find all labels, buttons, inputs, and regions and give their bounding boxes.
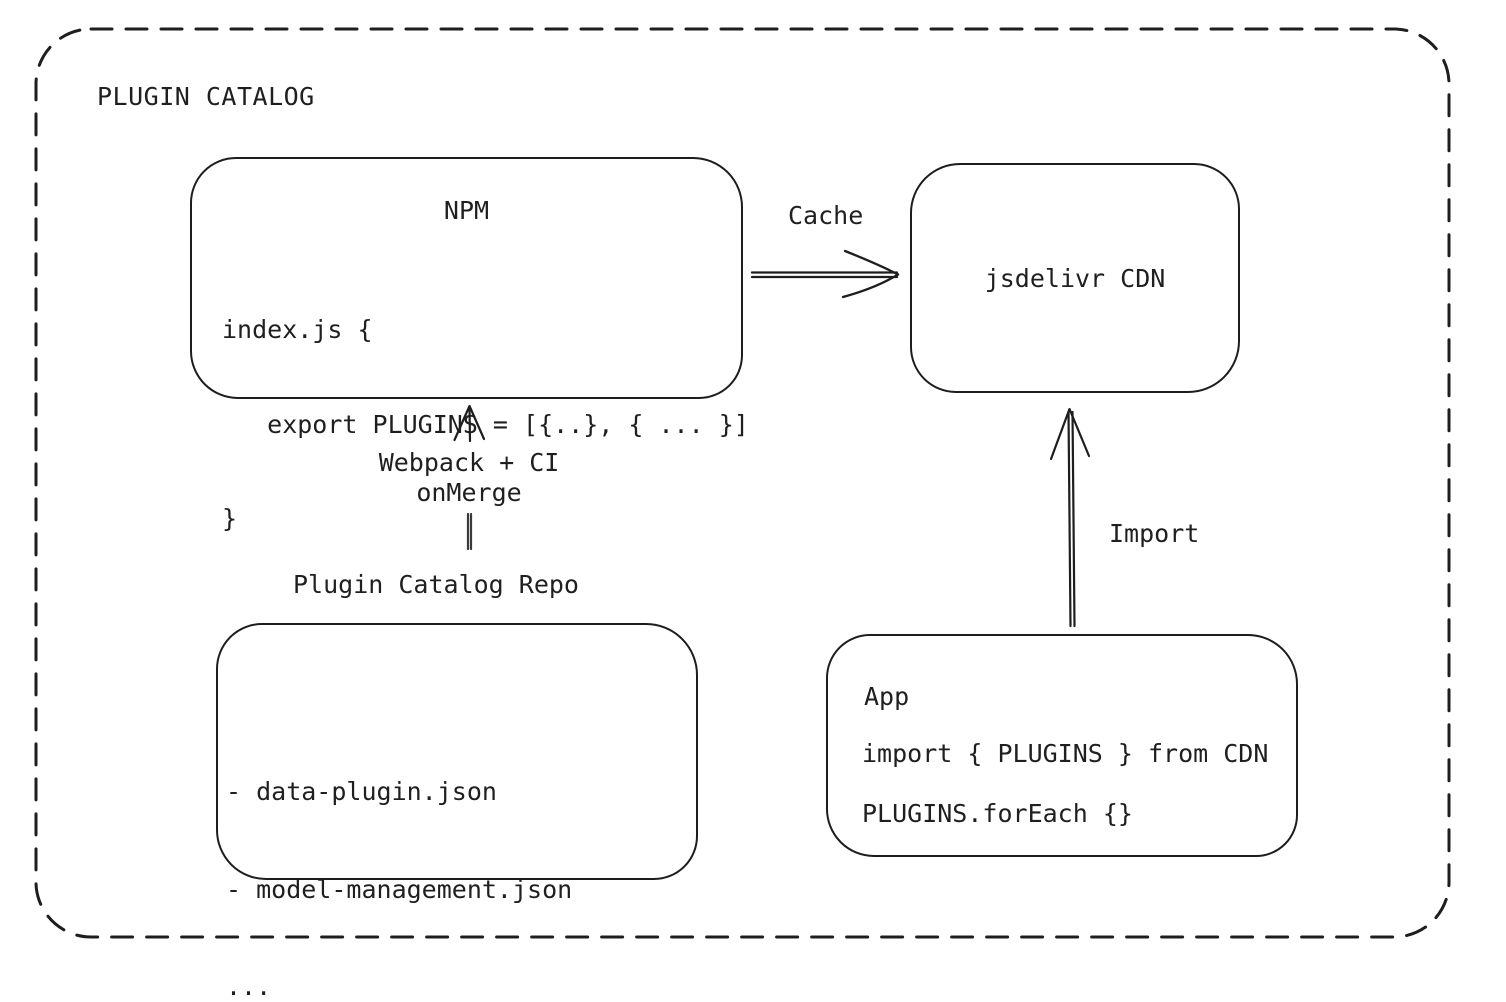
import-arrow xyxy=(1049,407,1091,628)
app-node-title: App xyxy=(864,682,910,711)
app-code-line: PLUGINS.forEach {} xyxy=(862,799,1133,828)
repo-node-title: Plugin Catalog Repo xyxy=(293,570,579,599)
cache-edge-label: Cache xyxy=(788,201,864,230)
npm-code-line: } xyxy=(222,504,238,533)
repo-file-item: - data-plugin.json xyxy=(226,777,497,806)
cache-arrow xyxy=(750,249,900,299)
diagram-title: PLUGIN CATALOG xyxy=(97,82,315,111)
node-cdn: jsdelivr CDN xyxy=(910,163,1240,393)
build-edge-label: Webpack + CI onMerge xyxy=(378,448,560,507)
cdn-node-label: jsdelivr CDN xyxy=(984,263,1166,293)
npm-code-line: export PLUGINS = [{..}, { ... }] xyxy=(222,409,749,439)
repo-file-item: ... xyxy=(226,972,272,1001)
import-edge-label: Import xyxy=(1109,519,1200,548)
catalog-boundary xyxy=(34,27,1451,939)
node-repo: - data-plugin.json - model-management.js… xyxy=(216,623,698,1001)
npm-node-title: NPM xyxy=(443,196,490,225)
build-arrow xyxy=(453,404,486,551)
repo-file-list: - data-plugin.json - model-management.js… xyxy=(226,711,572,1002)
npm-code-block: index.js { export PLUGINS = [{..}, { ...… xyxy=(222,251,749,598)
node-npm: NPM index.js { export PLUGINS = [{..}, {… xyxy=(190,157,749,533)
node-app: App import { PLUGINS } from CDN PLUGINS.… xyxy=(826,634,1298,857)
npm-code-line: index.js { xyxy=(222,315,373,344)
repo-file-item: - model-management.json xyxy=(226,874,573,904)
app-code-line: import { PLUGINS } from CDN xyxy=(862,739,1269,768)
